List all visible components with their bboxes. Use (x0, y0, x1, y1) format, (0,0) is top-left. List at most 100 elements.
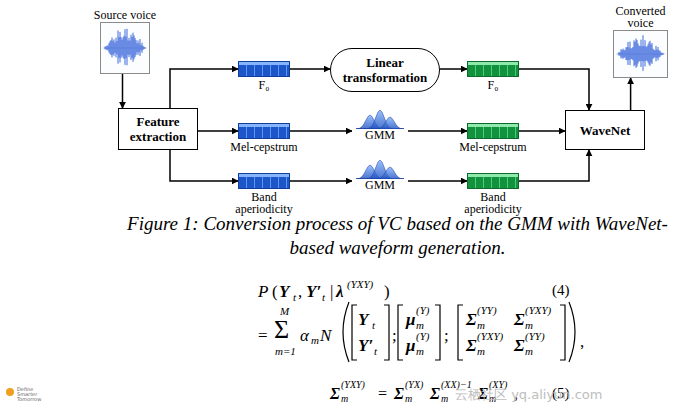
equation-token: μ (406, 311, 415, 328)
wave-stroke (620, 52, 621, 55)
wave-stroke (637, 40, 638, 66)
flow-arrow (170, 69, 238, 108)
equation-token: (4) (552, 283, 570, 298)
wave-stroke (662, 53, 663, 55)
equation-token: = (378, 386, 387, 402)
wave-stroke (623, 49, 624, 59)
wave-stroke (643, 35, 644, 71)
node-label: Band aperiodicity (228, 191, 300, 215)
equation-token: m (341, 394, 348, 404)
wave-stroke (126, 37, 127, 59)
wave-stroke (119, 37, 120, 58)
watermark: 云栖社区 yq.aliyun.com (455, 388, 602, 401)
node-label: F₀ (488, 79, 499, 91)
wave-stroke (125, 29, 126, 65)
node-label: GMM (365, 179, 395, 192)
wave-stroke (646, 46, 647, 60)
wave-stroke (134, 35, 135, 59)
wave-stroke (639, 46, 640, 62)
equation-token: | (330, 283, 333, 300)
wave-stroke (109, 43, 110, 52)
wave-stroke (122, 40, 123, 56)
equation-token: μ (406, 337, 415, 354)
process-box: WaveNet (565, 110, 645, 150)
wave-stroke (141, 45, 142, 51)
wave-stroke (634, 40, 635, 66)
wave-stroke (641, 40, 642, 67)
wave-stroke (654, 50, 655, 58)
gaussian (356, 110, 404, 129)
equation-token: Σ (430, 386, 440, 402)
wave-stroke (140, 39, 141, 56)
equation-token: ; (444, 327, 449, 344)
equation-token: P (258, 283, 268, 300)
wave-stroke (121, 37, 122, 58)
equation-token: Σ (514, 337, 525, 354)
equation-token: m (525, 320, 533, 331)
waveform-box: Converted voice (613, 30, 668, 78)
flow-arrow (630, 78, 632, 110)
waveform-box: Source voice (100, 22, 150, 74)
wave-stroke (138, 40, 139, 54)
wave-stroke (658, 47, 659, 60)
wave-stroke (642, 46, 643, 61)
wave-stroke (652, 43, 653, 64)
equation-token: Y (358, 311, 368, 328)
wave-stroke (118, 31, 119, 64)
wave-stroke (106, 47, 107, 50)
waveform (101, 23, 149, 73)
wave-stroke (629, 47, 630, 60)
gaussian (356, 167, 404, 179)
wave-stroke (124, 36, 125, 59)
gaussian (356, 160, 404, 179)
wave-stroke (640, 46, 641, 61)
equation-token: (Y) (416, 331, 429, 342)
waveform (614, 31, 667, 77)
gaussian (356, 117, 404, 129)
wave-stroke (116, 38, 117, 58)
equation-token: Y′ (306, 283, 321, 300)
gmm-curve (354, 159, 406, 179)
bracket (560, 305, 565, 360)
wave-stroke (133, 33, 134, 62)
node-label: Mel-cepstrum (230, 141, 297, 153)
equation-token: (YX) (405, 380, 423, 390)
rounded-box: Linear transformation (330, 48, 440, 92)
equation-token: ( (272, 283, 278, 300)
wave-stroke (647, 47, 648, 61)
flow-arrow (408, 180, 467, 182)
wave-stroke (661, 52, 662, 55)
equation-token: , (298, 283, 302, 300)
feature-vector: Mel-cepstrum (238, 123, 290, 139)
node-label: Converted voice (610, 5, 672, 29)
wave-stroke (655, 50, 656, 57)
wave-stroke (625, 50, 626, 57)
equation-token: Σ (466, 337, 477, 354)
equation-token: m (477, 320, 485, 331)
equation-token: ; (392, 327, 397, 344)
wave-stroke (644, 46, 645, 61)
wave-stroke (123, 37, 124, 57)
feature-vector: Band aperiodicity (238, 173, 290, 189)
equation-token: t (322, 292, 325, 303)
wave-stroke (631, 48, 632, 59)
equation-token: (YXY) (341, 380, 365, 390)
wave-stroke (114, 39, 115, 55)
equation-token: m (416, 346, 424, 357)
gmm-curve (354, 109, 406, 129)
wave-stroke (129, 38, 130, 57)
wave-stroke (139, 43, 140, 52)
flow-arrow (122, 74, 124, 108)
wave-stroke (131, 35, 132, 60)
wave-stroke (651, 44, 652, 62)
equation-token: (YY) (477, 305, 497, 316)
equation-token: m (405, 394, 412, 404)
gmm-block: GMM (352, 157, 408, 192)
wave-stroke (659, 50, 660, 57)
equation-token: m (477, 346, 485, 357)
equation-token: (YY) (525, 331, 545, 342)
equation-token: Σ (394, 386, 404, 402)
wave-stroke (660, 51, 661, 57)
wave-stroke (130, 41, 131, 55)
node-label: GMM (365, 129, 395, 142)
